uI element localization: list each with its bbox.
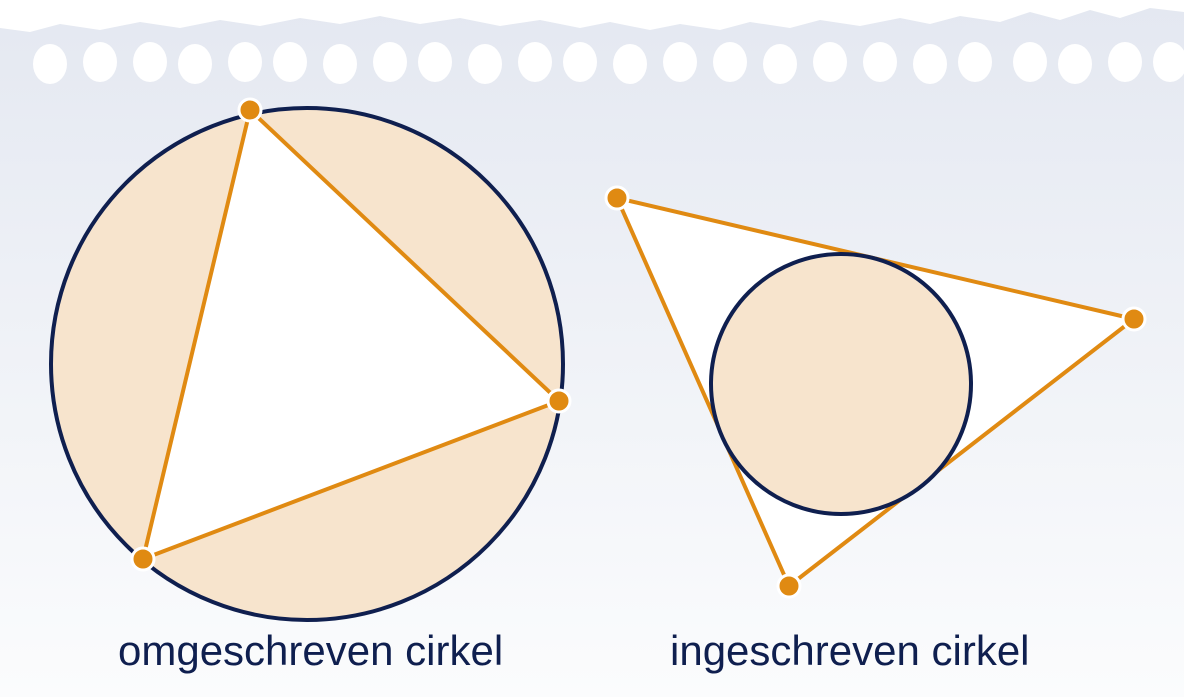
- binder-hole: [133, 42, 167, 82]
- binder-hole: [468, 44, 502, 84]
- binder-hole: [958, 42, 992, 82]
- circumscribed-figure: [49, 97, 572, 622]
- binder-hole: [83, 42, 117, 82]
- binder-hole: [323, 44, 357, 84]
- binder-hole: [913, 44, 947, 84]
- binder-hole: [663, 42, 697, 82]
- binder-hole: [273, 42, 307, 82]
- inscribed-figure: [604, 185, 1147, 599]
- binder-hole: [863, 42, 897, 82]
- vertex-point: [237, 97, 263, 123]
- binder-hole: [813, 42, 847, 82]
- binder-hole: [613, 44, 647, 84]
- paper-top-band: [0, 0, 1184, 32]
- binder-hole: [418, 42, 452, 82]
- vertex-point: [604, 185, 630, 211]
- vertex-point: [776, 573, 802, 599]
- binder-hole: [713, 42, 747, 82]
- torn-paper-edge: [0, 0, 1184, 84]
- circumscribed-triangle: [141, 108, 561, 561]
- binder-hole: [373, 42, 407, 82]
- binder-hole: [1153, 42, 1184, 82]
- circumscribed-circle-caption: omgeschreven cirkel: [118, 627, 504, 674]
- binder-hole: [563, 42, 597, 82]
- vertex-point: [546, 388, 572, 414]
- vertex-point: [130, 546, 156, 572]
- binder-hole: [228, 42, 262, 82]
- binder-holes: [33, 42, 1184, 84]
- inscribed-circle: [709, 252, 973, 516]
- binder-hole: [33, 44, 67, 84]
- binder-hole: [763, 44, 797, 84]
- binder-hole: [1013, 42, 1047, 82]
- binder-hole: [518, 42, 552, 82]
- binder-hole: [1108, 42, 1142, 82]
- binder-hole: [1058, 44, 1092, 84]
- vertex-point: [1121, 306, 1147, 332]
- inscribed-circle-caption: ingeschreven cirkel: [670, 627, 1030, 674]
- binder-hole: [178, 44, 212, 84]
